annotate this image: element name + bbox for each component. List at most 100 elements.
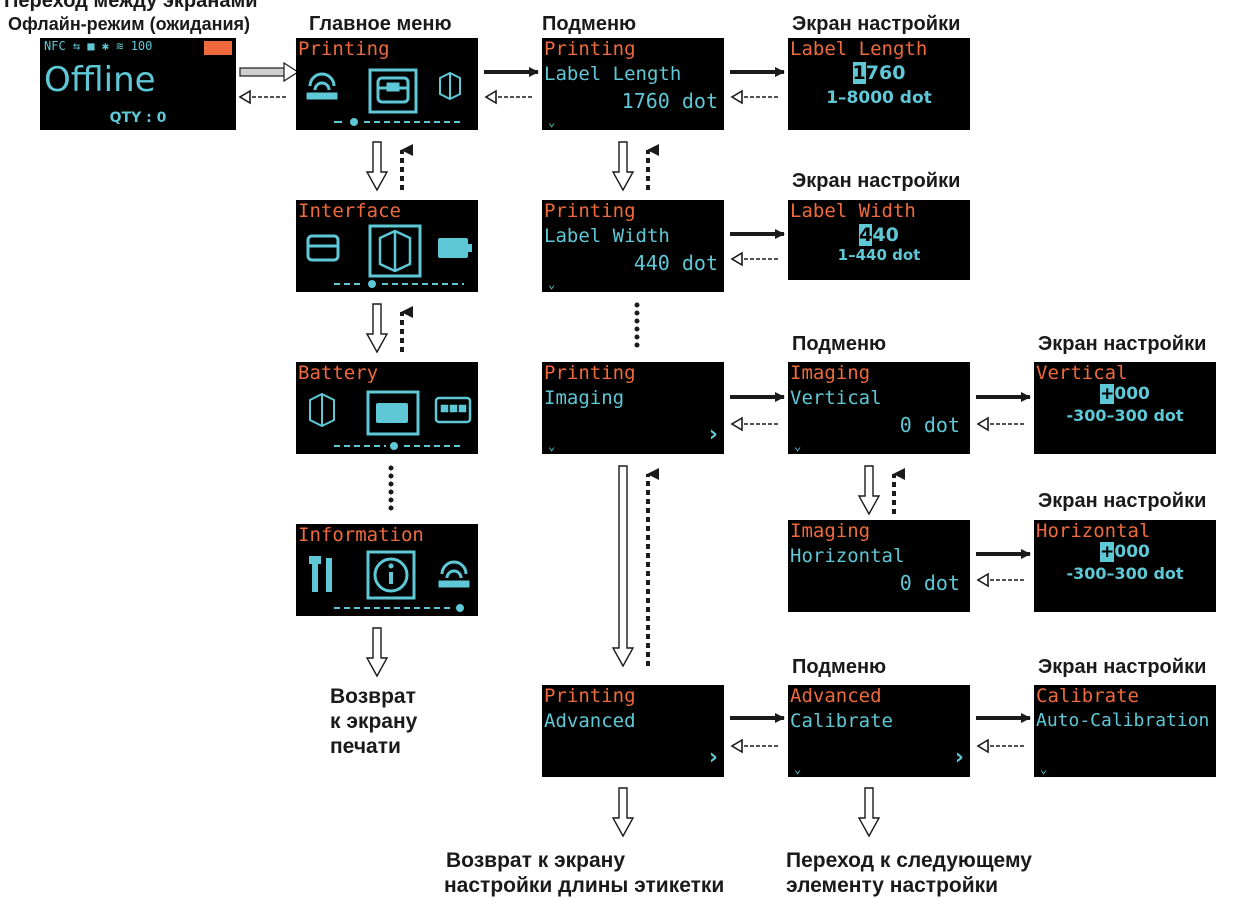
submenu-label-width: Printing Label Width 440 dot ⌄ — [542, 200, 724, 292]
down-arrow-information-return — [365, 627, 389, 678]
dots-battery-information — [388, 465, 394, 511]
setting-range: 1–440 dot — [837, 246, 921, 264]
setting-header-vertical: Экран настройки — [1038, 333, 1207, 355]
note-line: к экрану — [330, 710, 418, 733]
down-arrow-imaging-advanced — [611, 465, 635, 668]
down-arrow-advanced-return — [611, 787, 635, 838]
value-rest: 40 — [872, 224, 899, 246]
main-menu-information: Information — [296, 524, 478, 616]
submenu-imaging: Printing Imaging › ⌄ — [542, 362, 724, 454]
page-indicator — [334, 604, 464, 612]
setting-value[interactable]: +000 — [1034, 542, 1216, 562]
submenu-title: Printing — [544, 38, 636, 60]
wifi-icon — [306, 72, 338, 100]
submenu-value: 1760 dot — [621, 89, 718, 113]
submenu-item: Label Width — [544, 225, 670, 247]
setting-header-length: Экран настройки — [792, 13, 961, 35]
submenu-advanced: Printing Advanced › — [542, 685, 724, 777]
printer-icon — [376, 76, 410, 104]
setting-value[interactable]: 1760 — [788, 62, 970, 84]
offline-screen: NFC ⇆ ■ ✱ ≋ 100 Offline QTY : 0 — [40, 38, 236, 130]
menu-icons — [306, 68, 464, 126]
keyboard-icon — [434, 396, 472, 424]
setting-header-width: Экран настройки — [792, 170, 961, 192]
selection-frame — [366, 550, 416, 600]
down-arrow-length-width — [611, 141, 635, 192]
note-line: Возврат к экрану — [446, 849, 626, 872]
submenu-item: Vertical — [790, 387, 882, 409]
main-menu-battery: Battery — [296, 362, 478, 454]
chevron-right-icon: › — [708, 745, 718, 770]
setting-value[interactable]: 440 — [788, 224, 970, 246]
setting-vertical: Vertical +000 -300–300 dot — [1034, 362, 1216, 454]
wifi-icon — [438, 560, 470, 588]
menu-title: Information — [298, 524, 424, 546]
menu-title: Printing — [298, 38, 390, 60]
return-length-note: Возврат к экрану настройки длины этикетк… — [444, 848, 724, 898]
setting-header-horizontal: Экран настройки — [1038, 490, 1207, 512]
value-rest: 000 — [1114, 542, 1150, 562]
submenu-title: Printing — [544, 200, 636, 222]
continuation-dots — [388, 302, 640, 511]
submenu-item: Label Length — [544, 63, 682, 85]
chevron-down-icon: ⌄ — [794, 439, 802, 453]
setting-label-length: Label Length 1760 1–8000 dot — [788, 38, 970, 130]
submenu-calibrate: Advanced Calibrate › ⌄ — [788, 685, 970, 777]
setting-value[interactable]: +000 — [1034, 384, 1216, 404]
offline-title: Offline — [44, 60, 156, 100]
bluetooth-box-icon — [439, 71, 461, 101]
setting-title: Calibrate — [1036, 685, 1139, 707]
submenu-horizontal: Imaging Horizontal 0 dot — [788, 520, 970, 612]
printer-icon — [306, 234, 340, 262]
offline-mode-header: Офлайн-режим (ожидания) — [8, 14, 251, 34]
value-rest: 000 — [1114, 384, 1150, 404]
main-menu-printing: Printing — [296, 38, 478, 130]
selection-frame — [368, 224, 422, 278]
return-print-note: Возврат к экрану печати — [330, 684, 417, 759]
submenu-vertical: Imaging Vertical 0 dot ⌄ — [788, 362, 970, 454]
submenu-title: Printing — [544, 685, 636, 707]
up-arrows — [400, 144, 905, 666]
page-indicator — [334, 442, 464, 450]
setting-range: 1–8000 dot — [826, 88, 932, 108]
down-arrow-vertical-horizontal — [857, 465, 881, 516]
submenu-header-imaging: Подменю — [792, 333, 887, 355]
status-bar: NFC ⇆ ■ ✱ ≋ 100 — [44, 39, 153, 53]
next-item-note: Переход к следующему элементу настройки — [786, 848, 1032, 898]
submenu-value: 0 dot — [899, 571, 960, 595]
down-arrow-interface-battery — [365, 303, 389, 354]
back-arrow-horizontal-setting — [976, 572, 1024, 588]
chevron-right-icon: › — [954, 745, 964, 770]
note-line: печати — [330, 735, 401, 758]
note-line: Переход к следующему — [786, 849, 1032, 872]
menu-icons — [309, 550, 470, 612]
back-arrow-calibrate-setting — [976, 738, 1024, 754]
back-arrow-width-setting — [730, 251, 778, 267]
page-indicator — [334, 118, 464, 126]
setting-range: -300–300 dot — [1066, 406, 1184, 425]
chevron-down-icon: ⌄ — [794, 762, 802, 776]
menu-title: Battery — [298, 362, 379, 384]
menu-icons — [309, 390, 472, 450]
submenu-title: Imaging — [790, 520, 871, 542]
submenu-item: Imaging — [544, 387, 625, 409]
qty-label: QTY : 0 — [109, 110, 167, 126]
setting-calibrate: Calibrate Auto-Calibration ⌄ — [1034, 685, 1216, 777]
note-line: настройки длины этикетки — [444, 874, 725, 897]
down-arrow-printing-interface — [365, 141, 389, 192]
selection-frame — [366, 390, 420, 436]
chevron-down-icon: ⌄ — [548, 439, 556, 453]
menu-title: Interface — [298, 200, 401, 222]
forward-arrows — [239, 61, 1031, 723]
bluetooth-box-icon — [378, 229, 412, 273]
setting-item[interactable]: Auto-Calibration — [1036, 710, 1210, 731]
submenu-header-advanced: Подменю — [792, 656, 887, 678]
submenu-item: Horizontal — [790, 545, 905, 567]
submenu-item: Calibrate — [790, 710, 893, 732]
down-arrow-calibrate-next — [857, 787, 881, 838]
tools-icon — [309, 556, 332, 592]
selection-frame — [368, 68, 418, 114]
submenu-value: 440 dot — [633, 251, 718, 275]
submenu-value: 0 dot — [899, 413, 960, 437]
